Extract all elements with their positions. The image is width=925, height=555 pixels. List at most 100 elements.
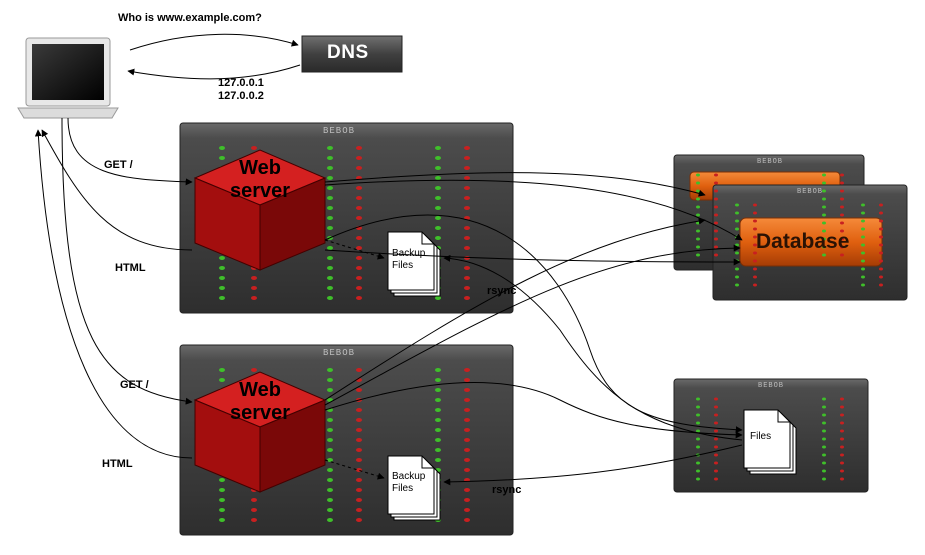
status-led	[327, 368, 333, 372]
status-led	[327, 498, 333, 502]
status-led	[435, 388, 441, 392]
status-led	[464, 286, 470, 290]
status-led	[464, 266, 470, 270]
status-led	[735, 243, 739, 247]
status-led	[464, 398, 470, 402]
status-led	[356, 508, 362, 512]
status-led	[714, 237, 718, 241]
status-led	[840, 437, 844, 441]
status-led	[840, 245, 844, 249]
status-led	[435, 226, 441, 230]
status-led	[840, 453, 844, 457]
web-server-1-title-line1: Web	[239, 157, 281, 179]
status-led	[327, 186, 333, 190]
web-server-2-cube-icon	[193, 371, 327, 493]
status-led	[251, 498, 257, 502]
status-led	[435, 408, 441, 412]
backup-files-1-icon	[387, 231, 441, 297]
status-led	[435, 146, 441, 150]
status-led	[464, 408, 470, 412]
dns-server-icon	[301, 35, 403, 73]
status-led	[822, 445, 826, 449]
file-server-brand: BEBOB	[758, 382, 785, 390]
status-led	[735, 203, 739, 207]
status-led	[251, 508, 257, 512]
status-led	[714, 469, 718, 473]
backup-arrow-1	[324, 239, 385, 260]
status-led	[714, 205, 718, 209]
status-led	[696, 445, 700, 449]
status-led	[861, 235, 865, 239]
status-led	[861, 275, 865, 279]
status-led	[714, 397, 718, 401]
status-led	[696, 205, 700, 209]
status-led	[219, 286, 225, 290]
database-label: Database	[756, 230, 850, 253]
status-led	[879, 267, 883, 271]
ws1-db-arrow-b	[324, 179, 743, 241]
status-led	[879, 259, 883, 263]
web-server-1-brand: BEBOB	[323, 126, 356, 136]
web-server-1-cube-icon	[193, 149, 327, 271]
status-led	[464, 388, 470, 392]
status-led	[464, 368, 470, 372]
status-led	[840, 461, 844, 465]
status-led	[714, 437, 718, 441]
status-led	[327, 488, 333, 492]
status-led	[219, 518, 225, 522]
get-arrow-1	[67, 117, 193, 186]
status-led	[327, 418, 333, 422]
rsync-arrow-1	[443, 254, 743, 441]
dns-label: DNS	[327, 42, 369, 63]
status-led	[696, 245, 700, 249]
status-led	[356, 266, 362, 270]
status-led	[714, 213, 718, 217]
status-led	[356, 428, 362, 432]
status-led	[735, 251, 739, 255]
status-led	[840, 397, 844, 401]
status-led	[327, 388, 333, 392]
status-led	[696, 197, 700, 201]
status-led	[356, 368, 362, 372]
status-led	[735, 227, 739, 231]
status-led	[696, 437, 700, 441]
status-led	[861, 267, 865, 271]
status-led	[696, 173, 700, 177]
status-led	[219, 378, 225, 382]
ws1-db-arrow-a	[324, 172, 706, 197]
status-led	[464, 226, 470, 230]
status-led	[822, 413, 826, 417]
status-led	[356, 438, 362, 442]
status-led	[861, 283, 865, 287]
status-led	[822, 421, 826, 425]
status-led	[696, 397, 700, 401]
backup-files-2-label-line1: Backup	[392, 471, 426, 482]
status-led	[219, 508, 225, 512]
status-led	[696, 229, 700, 233]
database-back-brand: BEBOB	[757, 158, 784, 166]
web-server-2-response-label: HTML	[102, 458, 133, 470]
status-led	[696, 181, 700, 185]
status-led	[879, 275, 883, 279]
status-led	[327, 438, 333, 442]
database-server-front-chassis	[712, 184, 908, 301]
status-led	[219, 488, 225, 492]
status-led	[840, 413, 844, 417]
status-led	[861, 251, 865, 255]
status-led	[840, 405, 844, 409]
status-led	[753, 243, 757, 247]
status-led	[435, 368, 441, 372]
status-led	[435, 176, 441, 180]
status-led	[840, 229, 844, 233]
status-led	[464, 378, 470, 382]
status-led	[696, 421, 700, 425]
status-led	[822, 397, 826, 401]
status-led	[327, 216, 333, 220]
status-led	[822, 253, 826, 257]
status-led	[714, 229, 718, 233]
status-led	[879, 203, 883, 207]
status-led	[435, 458, 441, 462]
status-led	[356, 196, 362, 200]
status-led	[464, 418, 470, 422]
shared-files-icon	[743, 409, 797, 475]
